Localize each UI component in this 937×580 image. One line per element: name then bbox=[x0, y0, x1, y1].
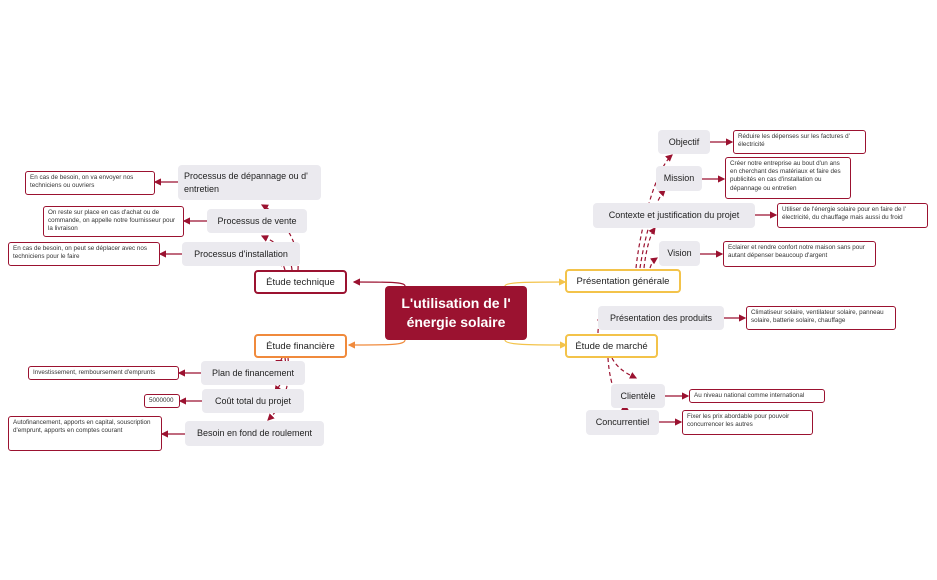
note-plan-financement: Investissement, remboursement d'emprunts bbox=[28, 366, 179, 380]
note-clientele: Au niveau national comme international bbox=[689, 389, 825, 403]
note-cout-total: 5000000 bbox=[144, 394, 180, 408]
note-depannage: En cas de besoin, on va envoyer nos tech… bbox=[25, 171, 155, 195]
topic-objectif[interactable]: Objectif bbox=[658, 130, 710, 154]
topic-vente[interactable]: Processus de vente bbox=[207, 209, 307, 233]
note-contexte-justification: Utiliser de l'énergie solaire pour en fa… bbox=[777, 203, 928, 228]
branch-etude-technique[interactable]: Étude technique bbox=[254, 270, 347, 294]
topic-presentation-produits[interactable]: Présentation des produits bbox=[598, 306, 724, 330]
topic-depannage[interactable]: Processus de dépannage ou d' entretien bbox=[178, 165, 321, 200]
topic-cout-total[interactable]: Coût total du projet bbox=[202, 389, 304, 413]
note-vision: Eclairer et rendre confort notre maison … bbox=[723, 241, 876, 267]
note-vente: On reste sur place en cas d'achat ou de … bbox=[43, 206, 184, 237]
topic-vision[interactable]: Vision bbox=[659, 241, 700, 266]
note-presentation-produits: Climatiseur solaire, ventilateur solaire… bbox=[746, 306, 896, 330]
note-objectif: Réduire les dépenses sur les factures d'… bbox=[733, 130, 866, 154]
note-besoin-fond-roulement: Autofinancement, apports en capital, sou… bbox=[8, 416, 162, 451]
topic-clientele[interactable]: Clientèle bbox=[611, 384, 665, 408]
topic-contexte-justification[interactable]: Contexte et justification du projet bbox=[593, 203, 755, 228]
branch-etude-marche[interactable]: Étude de marché bbox=[565, 334, 658, 358]
note-installation: En cas de besoin, on peut se déplacer av… bbox=[8, 242, 160, 266]
central-topic[interactable]: L'utilisation de l' énergie solaire bbox=[385, 286, 527, 340]
note-concurrentiel: Fixer les prix abordable pour pouvoir co… bbox=[682, 410, 813, 435]
branch-etude-financiere[interactable]: Étude financière bbox=[254, 334, 347, 358]
branch-presentation-generale[interactable]: Présentation générale bbox=[565, 269, 681, 293]
topic-besoin-fond-roulement[interactable]: Besoin en fond de roulement bbox=[185, 421, 324, 446]
topic-concurrentiel[interactable]: Concurrentiel bbox=[586, 410, 659, 435]
topic-installation[interactable]: Processus d'installation bbox=[182, 242, 300, 266]
topic-plan-financement[interactable]: Plan de financement bbox=[201, 361, 305, 385]
note-mission: Créer notre entreprise au bout d'un ans … bbox=[725, 157, 851, 199]
topic-mission[interactable]: Mission bbox=[656, 166, 702, 191]
